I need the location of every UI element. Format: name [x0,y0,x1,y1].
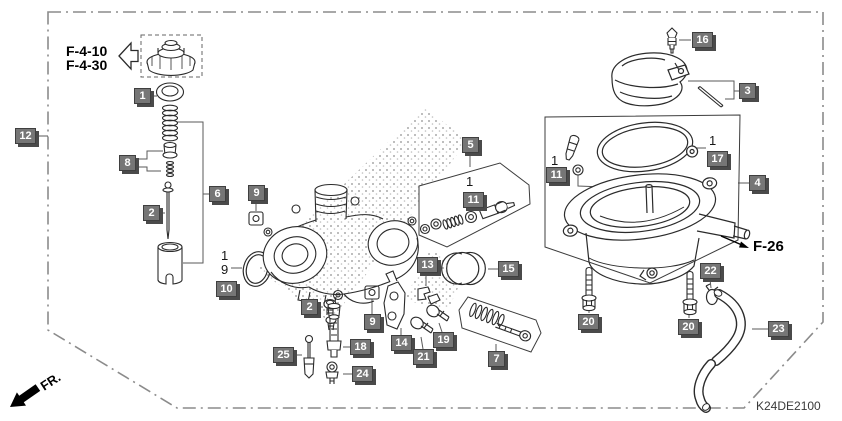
ref-label-13[interactable]: 13 [417,257,438,273]
top-cap-assembly [140,34,203,78]
nut-9-top [248,211,264,226]
float-bowl [562,173,751,285]
cap-15 [441,251,486,286]
related-ref-f26[interactable]: F-26 [753,238,784,255]
ref-label-7[interactable]: 7 [488,351,505,367]
bolt-20-left [581,267,597,312]
ref-label-2b[interactable]: 2 [301,299,318,315]
ref-label-19[interactable]: 19 [433,332,454,348]
ref-label-15[interactable]: 15 [498,261,519,277]
float-valve-16 [666,27,678,54]
fr-arrow-icon [10,384,41,407]
ref-label-6[interactable]: 6 [209,186,226,202]
ref-label-14[interactable]: 14 [391,335,412,351]
ref-label-21[interactable]: 21 [413,349,434,365]
bolt-20-right [682,271,698,316]
f26-arrow-icon [720,235,749,248]
ref-label-2[interactable]: 2 [143,205,160,221]
ref-label-25[interactable]: 25 [273,347,294,363]
ref-label-16[interactable]: 16 [692,32,713,48]
qty-callout-gasket: 1 [709,133,717,148]
ref-label-4[interactable]: 4 [749,175,766,191]
ref-label-20a[interactable]: 20 [578,314,599,330]
ref-label-9b[interactable]: 9 [364,314,381,330]
qty-callout-valve: 1 [551,153,559,168]
ref-label-20b[interactable]: 20 [678,319,699,335]
screw-19 [426,304,450,322]
ref-label-17[interactable]: 17 [707,151,728,167]
nav-ref-bottom[interactable]: F-4-30 [66,57,108,73]
fuel-tube-23 [693,289,746,413]
nav-ref-top[interactable]: F-4-10 [66,43,108,59]
kit-7-parts [469,302,532,342]
ref-label-18[interactable]: 18 [350,339,371,355]
nav-arrow-icon [118,41,139,71]
ref-label-10[interactable]: 10 [216,281,237,297]
ref-label-11a[interactable]: 11 [463,192,484,208]
qty-callout-kit: 1 [466,174,474,189]
lever-bracket-14 [383,270,406,330]
clip-13 [417,286,441,305]
chamber-box [544,114,741,284]
qty-callout-9: 9 [221,262,229,277]
ref-label-24[interactable]: 24 [352,366,373,382]
float-pin-3 [697,86,724,108]
qty-callout-1: 1 [221,248,229,263]
ref-label-22[interactable]: 22 [700,263,721,279]
ref-label-12[interactable]: 12 [15,128,36,144]
ref-label-9a[interactable]: 9 [248,185,265,201]
carburetor-body [262,183,419,308]
ref-label-3[interactable]: 3 [739,83,756,99]
frame-border [47,11,824,409]
ref-label-5[interactable]: 5 [462,137,479,153]
float [611,52,690,107]
throttle-valve-parts [155,82,185,285]
kit-5-parts [419,200,516,235]
screw-24 [325,361,339,384]
joint-pipe-18 [326,302,342,358]
valve-11 [565,134,584,176]
ref-label-8[interactable]: 8 [119,155,136,171]
screw-21 [410,316,434,334]
ref-label-11b[interactable]: 11 [546,167,567,183]
ref-label-23[interactable]: 23 [768,321,789,337]
screw-25 [303,334,315,379]
ref-label-1[interactable]: 1 [134,88,151,104]
gasket-17 [596,121,699,173]
diagram-code: K24DE2100 [756,399,821,413]
